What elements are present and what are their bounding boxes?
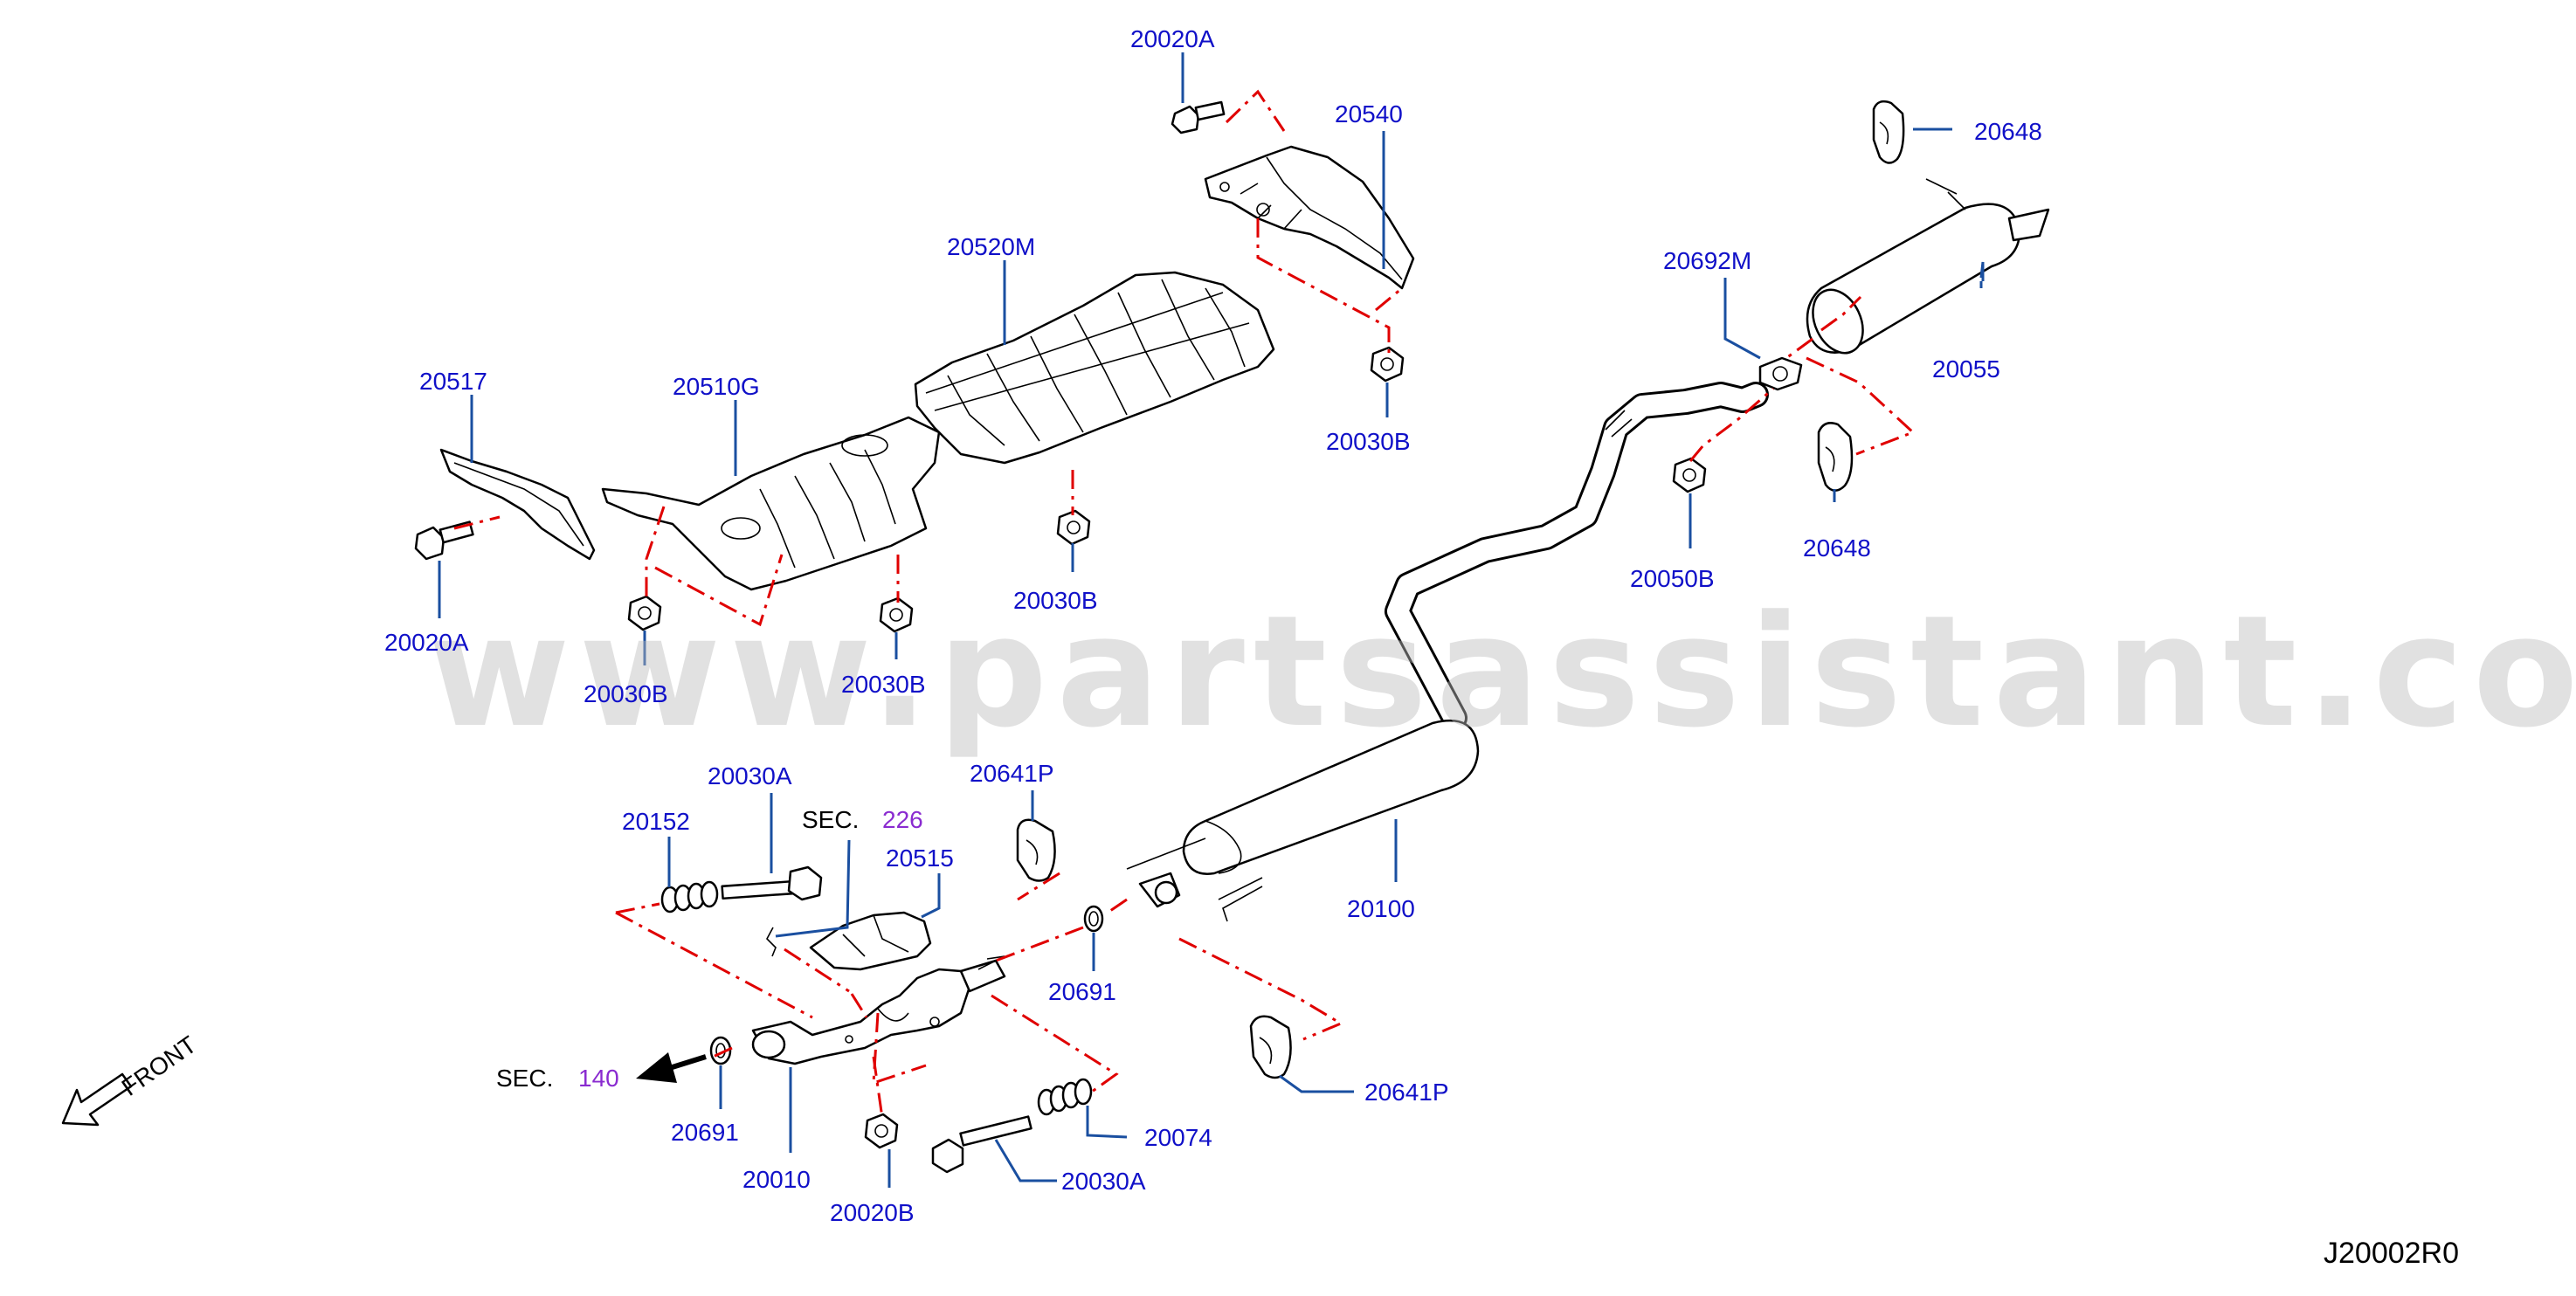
mount-rubber-20641P-top[interactable]: [1016, 818, 1056, 882]
callout-20692M[interactable]: 20692M: [1663, 247, 1751, 274]
callout-20100[interactable]: 20100: [1347, 895, 1415, 922]
callout-20517[interactable]: 20517: [419, 368, 487, 395]
front-arrow: [61, 1072, 133, 1127]
callout-20641P-bottom[interactable]: 20641P: [1364, 1079, 1449, 1106]
callout-20515[interactable]: 20515: [886, 844, 954, 872]
spring-20074[interactable]: [1037, 1078, 1093, 1116]
callout-20691-right[interactable]: 20691: [1048, 978, 1116, 1005]
heat-insulator-20510G[interactable]: [601, 416, 941, 591]
sec-140-prefix: SEC.: [496, 1065, 553, 1092]
leader-lines: [438, 52, 1985, 1188]
callout-20074[interactable]: 20074: [1144, 1124, 1212, 1151]
nut-20050B[interactable]: [1672, 457, 1707, 493]
callout-20540[interactable]: 20540: [1335, 100, 1403, 128]
sec-140-arrow: [636, 1052, 707, 1083]
callout-20648-bottom[interactable]: 20648: [1803, 534, 1871, 562]
front-tube-20010[interactable]: [751, 955, 1006, 1065]
callout-20641P-top[interactable]: 20641P: [970, 760, 1054, 787]
callout-20055[interactable]: 20055: [1932, 355, 2000, 383]
sensor-clip[interactable]: [766, 927, 777, 957]
nut-20020B[interactable]: [864, 1113, 899, 1149]
callout-20520M[interactable]: 20520M: [947, 233, 1035, 260]
front-label: FRONT: [117, 1031, 202, 1101]
ring-20691-left[interactable]: [709, 1036, 732, 1065]
callout-20030B-b[interactable]: 20030B: [1013, 587, 1098, 614]
mount-rubber-20648-top[interactable]: [1872, 100, 1905, 164]
callout-labels: 20020A 20540 20648 20520M 20030B 20692M …: [384, 25, 2042, 1226]
exhaust-pipe[interactable]: [1385, 382, 1769, 731]
heat-insulator-20515[interactable]: [809, 911, 932, 971]
dash-lines: [453, 89, 1916, 1119]
callout-20020A-left[interactable]: 20020A: [384, 629, 469, 656]
callout-20691-left[interactable]: 20691: [671, 1119, 739, 1146]
callout-20020A-top[interactable]: 20020A: [1130, 25, 1215, 52]
gasket-20692M[interactable]: [1758, 356, 1803, 391]
sec-226-prefix: SEC.: [802, 806, 859, 833]
sec-140-reference[interactable]: SEC. 140: [496, 1065, 619, 1092]
callout-20648-top[interactable]: 20648: [1974, 118, 2042, 145]
nut-20030B-c[interactable]: [627, 595, 662, 631]
main-muffler-20055[interactable]: [1803, 178, 2050, 361]
nut-20030B-a[interactable]: [1370, 346, 1405, 383]
callout-20020B[interactable]: 20020B: [830, 1199, 915, 1226]
callout-20030B-d[interactable]: 20030B: [841, 671, 926, 698]
callout-20010[interactable]: 20010: [742, 1166, 811, 1193]
bolt-20030A-bottom[interactable]: [931, 1115, 1032, 1174]
nut-20030B-b[interactable]: [1056, 509, 1091, 546]
bolt-20020A-top[interactable]: [1171, 100, 1226, 134]
spring-20152[interactable]: [660, 880, 719, 913]
callout-20030B-a[interactable]: 20030B: [1326, 428, 1411, 455]
bolt-20030A-top[interactable]: [721, 865, 823, 901]
center-muffler-20100[interactable]: [1126, 719, 1480, 922]
heat-insulator-20540[interactable]: [1204, 145, 1415, 290]
callout-20152[interactable]: 20152: [622, 808, 690, 835]
callout-20030A-top[interactable]: 20030A: [708, 762, 792, 789]
callout-20030A-bottom[interactable]: 20030A: [1061, 1168, 1146, 1195]
mount-rubber-20648-bottom[interactable]: [1817, 422, 1854, 492]
callout-20030B-c[interactable]: 20030B: [584, 680, 668, 707]
bracket-20517[interactable]: [439, 448, 596, 561]
callout-20510G[interactable]: 20510G: [673, 373, 760, 400]
bolt-20020A-left[interactable]: [414, 520, 474, 561]
ring-20691-right[interactable]: [1083, 905, 1104, 933]
mount-rubber-20641P-bottom[interactable]: [1249, 1015, 1292, 1079]
heat-insulator-20520M[interactable]: [914, 271, 1275, 465]
sec-226-number[interactable]: 226: [882, 806, 923, 833]
sec-226-reference[interactable]: SEC. 226: [802, 806, 923, 833]
watermark: www.partsassistant.com: [428, 583, 2576, 762]
callout-20050B[interactable]: 20050B: [1630, 565, 1715, 592]
sec-140-number[interactable]: 140: [578, 1065, 619, 1092]
diagram-reference: J20002R0: [2324, 1237, 2459, 1270]
